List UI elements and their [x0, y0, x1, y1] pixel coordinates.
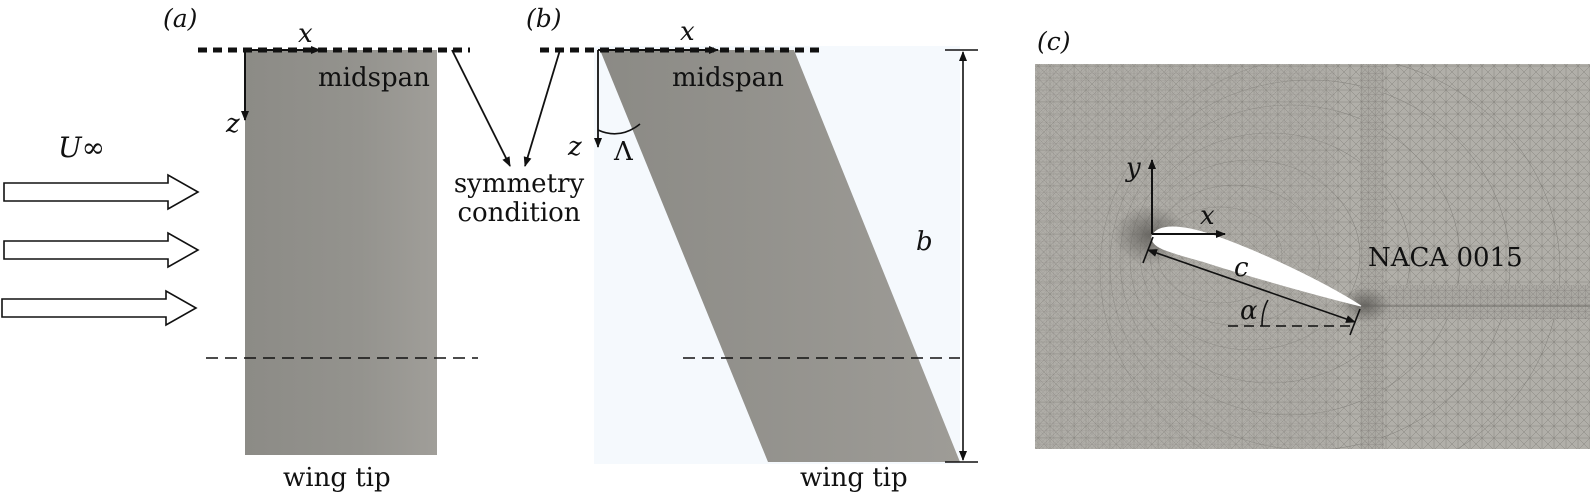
x-axis-label-b: x — [680, 17, 695, 47]
panel-a: (a) x z midspan U∞ wing tip — [1, 4, 478, 493]
chord-tick-te — [1349, 308, 1361, 336]
aoa-arc — [1261, 299, 1269, 327]
freestream-arrow-2 — [3, 231, 200, 269]
symmetry-pointer-right — [523, 49, 561, 167]
panel-b-label: (b) — [526, 4, 562, 33]
z-axis-label-a: z — [225, 109, 240, 139]
z-axis-label-b: z — [567, 132, 582, 162]
x-axis-label-a: x — [298, 19, 313, 49]
symmetry-condition-callout: symmetry condition — [451, 49, 585, 228]
midspan-label-a: midspan — [318, 63, 430, 93]
freestream-label: U∞ — [58, 131, 105, 164]
chord-dimension-line — [1147, 249, 1356, 323]
span-label: b — [916, 227, 933, 257]
x-axis-label-c: x — [1200, 201, 1215, 231]
sweep-angle-arc — [597, 123, 641, 135]
chord-label: c — [1234, 253, 1249, 283]
wing-tip-label-a: wing tip — [283, 463, 391, 493]
panel-c: (c) y — [1035, 27, 1590, 449]
panel-b: (b) x z Λ midspan b wing tip — [526, 4, 978, 493]
condition-label: condition — [457, 198, 580, 228]
panel-a-label: (a) — [163, 4, 197, 33]
freestream-arrow-3 — [1, 289, 198, 327]
y-axis-label-c: y — [1125, 153, 1141, 183]
aoa-label: α — [1240, 296, 1258, 326]
airfoil-name-label: NACA 0015 — [1368, 243, 1523, 273]
swept-wing-planform — [600, 50, 960, 462]
symmetry-pointer-left — [451, 49, 511, 167]
symmetry-label: symmetry — [454, 169, 585, 199]
straight-wing-planform — [245, 50, 437, 455]
chord-tick-le — [1142, 236, 1154, 264]
midspan-label-b: midspan — [672, 63, 784, 93]
wing-tip-label-b: wing tip — [800, 463, 908, 493]
freestream-arrow-1 — [3, 173, 200, 211]
sweep-angle-label: Λ — [613, 137, 634, 167]
panel-c-label: (c) — [1037, 27, 1071, 56]
